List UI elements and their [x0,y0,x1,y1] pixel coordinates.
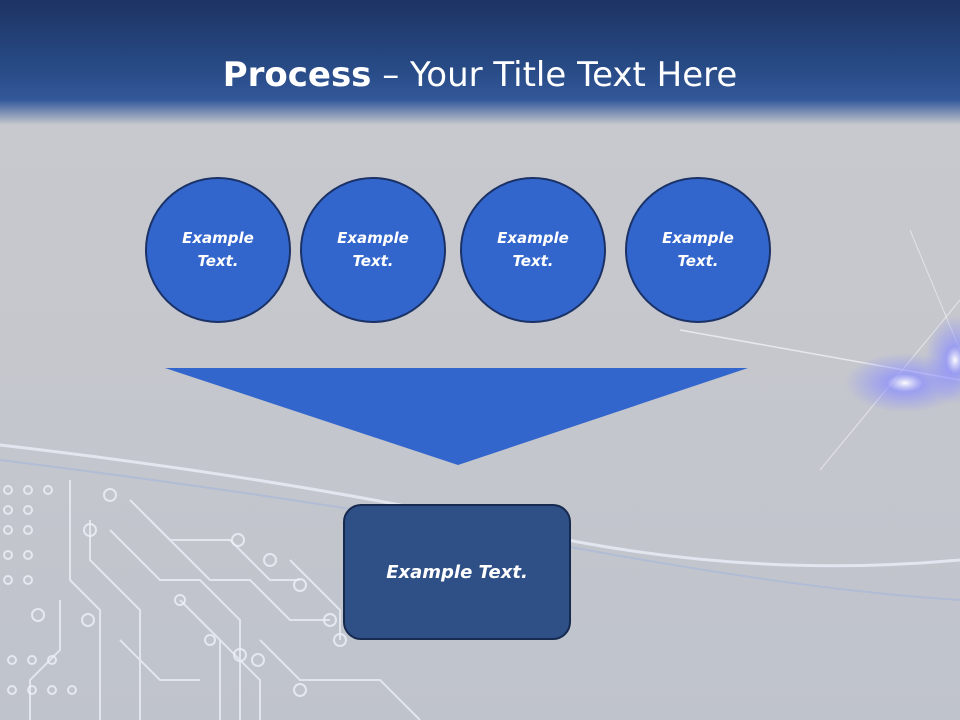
title-bar [0,0,960,125]
title-bold: Process [222,55,372,95]
process-circle-4[interactable]: Example Text. [625,177,771,323]
result-label: Example Text. [386,561,528,583]
circle-label: Example Text. [497,229,569,270]
result-box[interactable]: Example Text. [343,504,571,640]
slide-title: Process – Your Title Text Here [0,52,960,98]
circle-label: Example Text. [337,229,409,270]
circle-label: Example Text. [182,229,254,270]
circle-label: Example Text. [662,229,734,270]
process-circle-1[interactable]: Example Text. [145,177,291,323]
title-rest: – Your Title Text Here [371,55,738,95]
process-circle-3[interactable]: Example Text. [460,177,606,323]
process-circle-2[interactable]: Example Text. [300,177,446,323]
